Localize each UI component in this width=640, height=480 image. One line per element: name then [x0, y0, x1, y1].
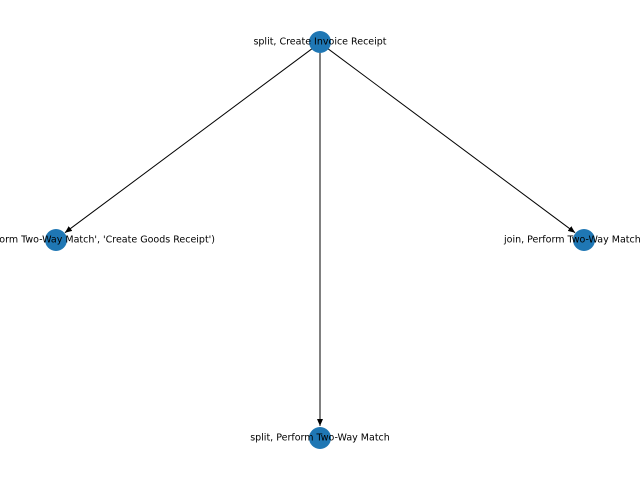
node-right — [573, 229, 595, 251]
node-label-root: split, Create Invoice Receipt — [253, 37, 386, 48]
node-label-left: ('Perform Two-Way Match', 'Create Goods … — [0, 235, 215, 246]
node-label-right: join, Perform Two-Way Match — [503, 235, 640, 246]
edge-root-to-right — [325, 46, 576, 234]
node-left — [45, 229, 67, 251]
edge-root-to-left — [64, 46, 315, 234]
edges — [64, 46, 576, 426]
node-bottom — [309, 427, 331, 449]
node-root — [309, 31, 331, 53]
nodes — [45, 31, 595, 449]
node-label-bottom: split, Perform Two-Way Match — [250, 433, 390, 444]
labels: split, Create Invoice Receipt ('Perform … — [0, 37, 640, 444]
